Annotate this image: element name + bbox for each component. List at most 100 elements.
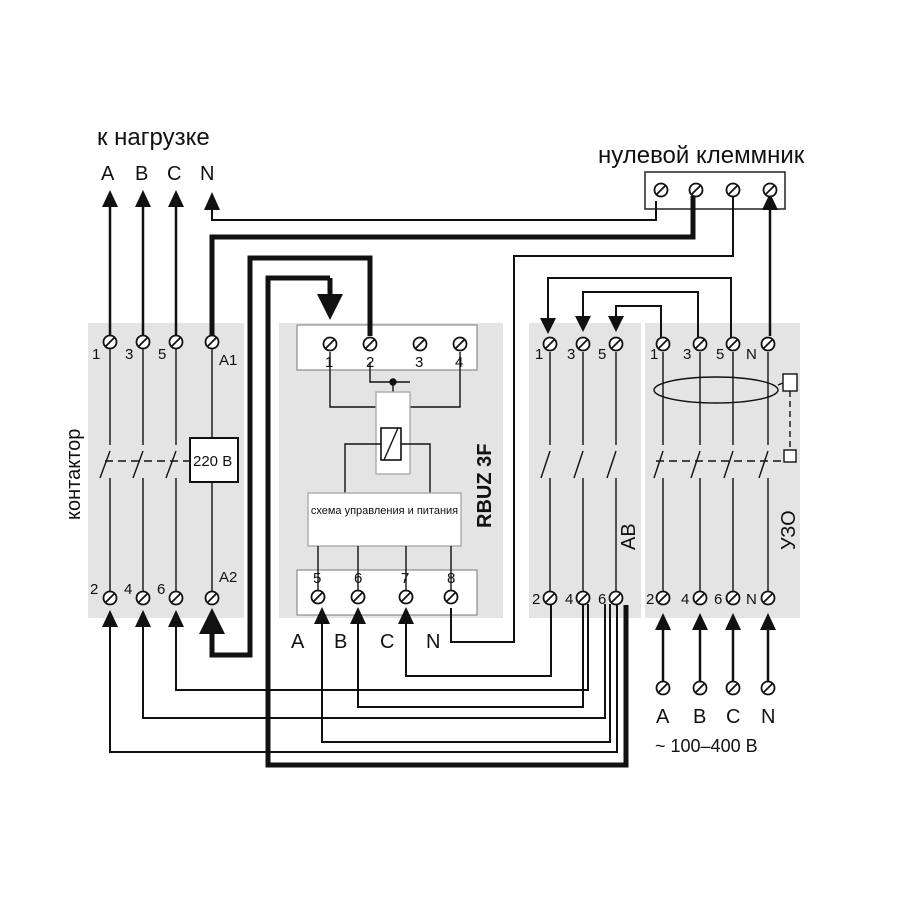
terminal-icon	[322, 336, 338, 352]
arrow-up-icon	[204, 192, 220, 210]
relay-input-c: C	[380, 631, 394, 653]
relay-input-b: B	[334, 631, 347, 653]
control-box: схема управления и питания	[310, 505, 459, 517]
breaker-num: 4	[565, 591, 573, 608]
breaker-num: 3	[567, 346, 575, 363]
relay-input-n: N	[426, 631, 440, 653]
terminal-icon	[760, 336, 776, 352]
relay-num: 2	[366, 354, 374, 371]
terminal-icon	[760, 680, 776, 696]
coil-a2-label: A2	[219, 569, 237, 586]
terminal-icon	[688, 182, 704, 198]
arrow-up-icon	[135, 190, 151, 207]
terminal-icon	[608, 336, 624, 352]
breaker-num: 1	[535, 346, 543, 363]
arrow-up-icon	[168, 190, 184, 207]
terminal-icon	[362, 336, 378, 352]
contactor-num: 1	[92, 346, 100, 363]
arrow-up-icon	[655, 613, 671, 630]
arrow-up-icon	[762, 193, 778, 210]
terminal-icon	[692, 680, 708, 696]
terminal-icon	[655, 680, 671, 696]
terminal-icon	[575, 336, 591, 352]
terminal-icon	[168, 334, 184, 350]
terminal-icon	[310, 589, 326, 605]
arrow-up-icon	[398, 607, 414, 624]
relay-name: RBUZ 3F	[474, 444, 496, 528]
rcd-label: УЗО	[778, 510, 800, 550]
arrow-up-icon	[350, 607, 366, 624]
terminal-icon	[452, 336, 468, 352]
terminal-icon	[725, 680, 741, 696]
wires	[108, 196, 772, 768]
terminal-icon	[725, 182, 741, 198]
relay-num: 1	[325, 354, 333, 371]
arrowheads	[102, 190, 778, 634]
terminal-icon	[653, 182, 669, 198]
contactor-num: 6	[157, 581, 165, 598]
terminal-icon	[725, 336, 741, 352]
contactor-num: 5	[158, 346, 166, 363]
terminal-icon	[204, 334, 220, 350]
load-phase-c: C	[167, 163, 181, 185]
rcd-num: N	[746, 346, 757, 363]
relay-input-a: A	[291, 631, 305, 653]
arrow-up-icon	[135, 610, 151, 627]
rcd-num: 5	[716, 346, 724, 363]
arrow-up-icon	[199, 608, 225, 634]
arrow-down-icon	[540, 318, 556, 334]
contactor-num: 3	[125, 346, 133, 363]
arrow-up-icon	[725, 613, 741, 630]
breaker-num: 6	[598, 591, 606, 608]
breaker-label: АВ	[618, 523, 640, 550]
arrow-up-icon	[692, 613, 708, 630]
rcd-num: 1	[650, 346, 658, 363]
arrow-up-icon	[102, 190, 118, 207]
relay-num: 4	[455, 354, 463, 371]
terminal-icon	[412, 336, 428, 352]
arrow-up-icon	[314, 607, 330, 624]
terminal-icon	[575, 590, 591, 606]
terminal-icon	[398, 589, 414, 605]
contactor-internals	[99, 348, 239, 592]
arrow-up-icon	[102, 610, 118, 627]
rcd-num: 4	[681, 591, 689, 608]
terminal-icon	[102, 334, 118, 350]
terminal-icon	[102, 590, 118, 606]
relay-num: 7	[401, 570, 409, 587]
terminal-icon	[692, 590, 708, 606]
terminal-icon	[443, 589, 459, 605]
relay-num: 8	[447, 570, 455, 587]
terminal-icon	[135, 334, 151, 350]
arrow-down-icon	[575, 316, 591, 332]
coil-a1-label: A1	[219, 352, 237, 369]
terminal-icon	[350, 589, 366, 605]
terminal-icon	[725, 590, 741, 606]
rcd-num: 2	[646, 591, 654, 608]
terminal-icon	[655, 590, 671, 606]
rcd-num: 3	[683, 346, 691, 363]
terminal-icon	[608, 590, 624, 606]
supply-voltage: ~ 100–400 В	[655, 736, 758, 756]
arrow-down-icon	[608, 316, 624, 332]
terminal-icon	[168, 590, 184, 606]
terminal-icon	[760, 590, 776, 606]
terminal-icon	[762, 182, 778, 198]
breaker-num: 5	[598, 346, 606, 363]
contactor-num: 2	[90, 581, 98, 598]
breaker-num: 2	[532, 591, 540, 608]
arrow-down-icon	[317, 294, 343, 320]
load-phase-a: A	[101, 163, 115, 185]
terminal-icon	[204, 590, 220, 606]
rcd-num: N	[746, 591, 757, 608]
breaker-panel	[529, 323, 641, 618]
supply-phase-b: B	[693, 706, 706, 728]
supply-phase-a: A	[656, 706, 670, 728]
control-box-text: схема управления и питания	[310, 505, 459, 517]
relay-num: 5	[313, 570, 321, 587]
relay-num: 6	[354, 570, 362, 587]
relay-num: 3	[415, 354, 423, 371]
rcd-internals	[653, 352, 798, 592]
rcd-panel	[645, 323, 800, 618]
